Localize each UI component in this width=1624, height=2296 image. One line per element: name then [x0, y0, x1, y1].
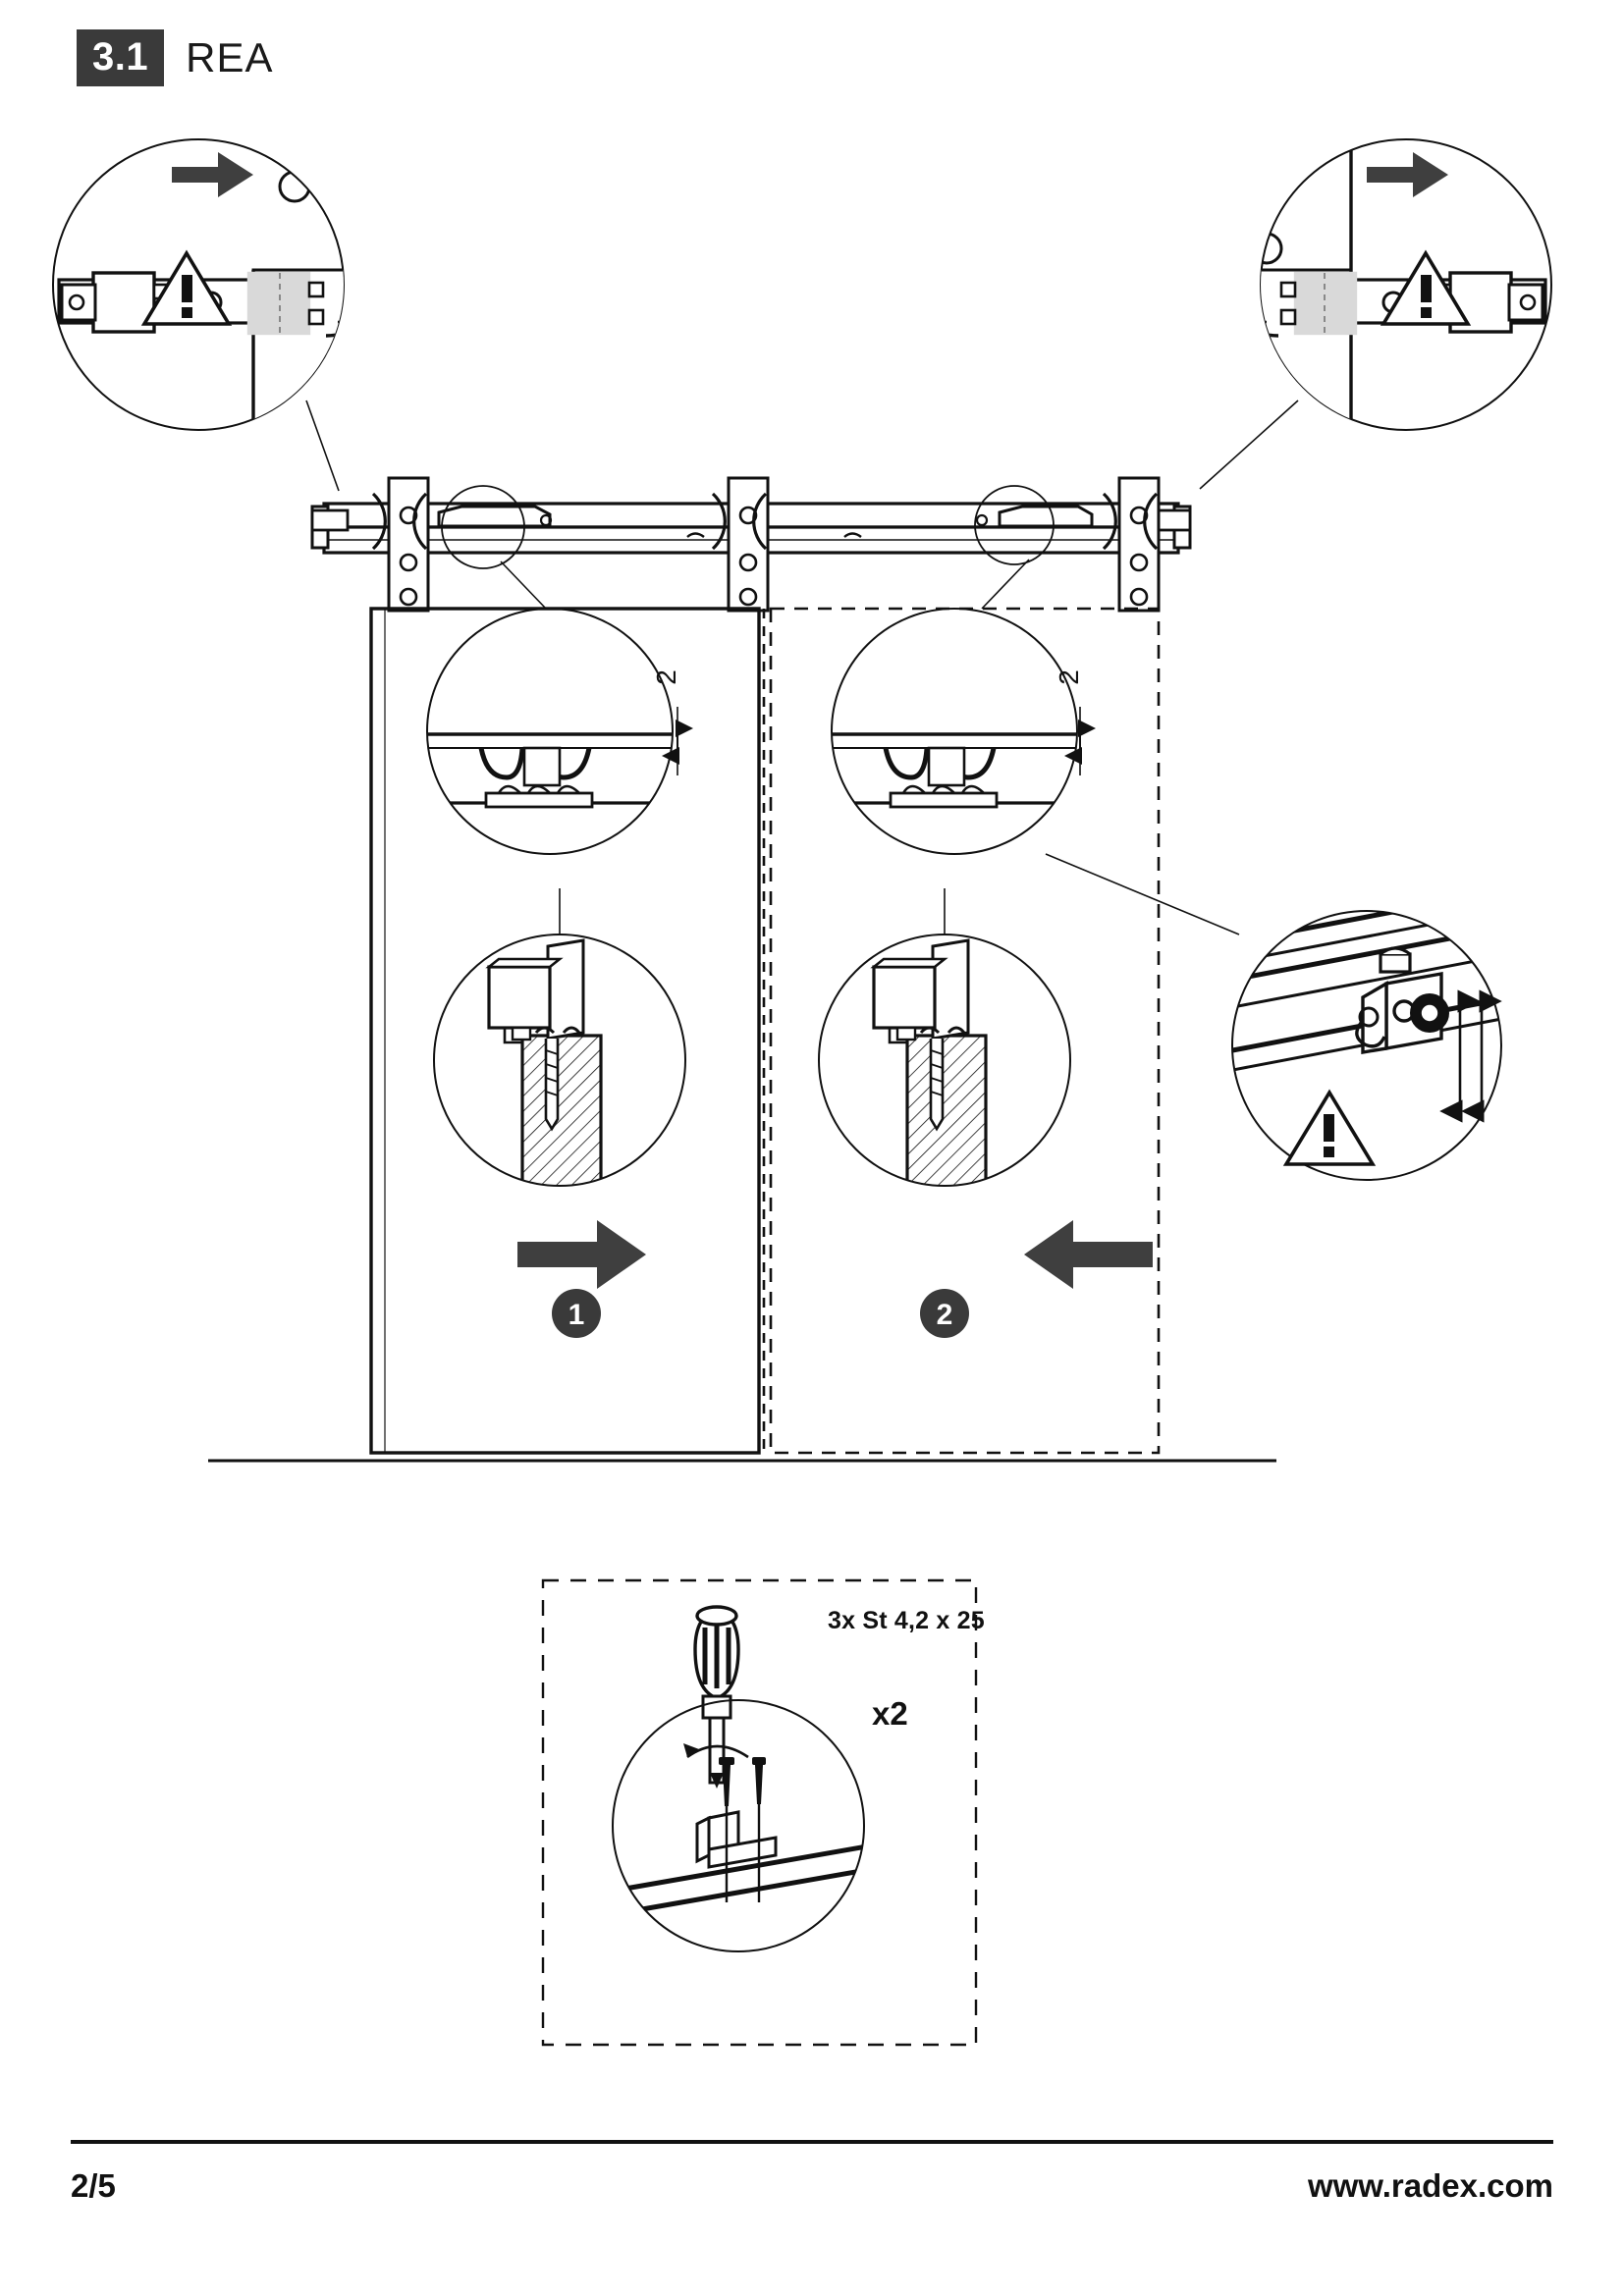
rail-screw-mount-detail [612, 1699, 865, 1952]
step-marker-2 [920, 1289, 969, 1338]
rail-mount-bracket [371, 476, 430, 613]
page-title: REA [186, 34, 274, 80]
door-direction-markers: 1 2 [517, 1220, 1153, 1338]
step-marker-1 [552, 1289, 601, 1338]
quantity-label: x2 [872, 1695, 908, 1732]
dimension-label-right: 2 [1054, 669, 1084, 685]
left-door-bracket-detail [433, 888, 686, 1187]
page-header: 3.1 REA [77, 29, 273, 86]
footer-divider [71, 2140, 1553, 2144]
rail-mount-bracket [1102, 476, 1161, 613]
svg-text:1: 1 [568, 1299, 585, 1331]
step-number-badge: 3.1 [77, 29, 165, 86]
dimension-label-left: 2 [651, 669, 681, 685]
page-number: 2/5 [71, 2167, 116, 2204]
arrow-right-icon [1024, 1220, 1153, 1289]
arrow-left-icon [517, 1220, 646, 1289]
vertical-adjust-arrows [1439, 989, 1502, 1123]
right-door-bracket-detail [818, 888, 1071, 1187]
left-end-stop-detail [52, 138, 345, 492]
clearance-dimension: 2 [651, 669, 693, 775]
right-guide-clearance-detail: 2 [831, 608, 1096, 855]
arrow-right-icon [1367, 152, 1448, 197]
clearance-dimension: 2 [1054, 669, 1096, 775]
roller-height-adjust-detail [1045, 853, 1502, 1181]
door-panels [208, 607, 1276, 1463]
svg-text:2: 2 [937, 1299, 953, 1331]
screwdriver-icon [693, 1605, 740, 1789]
warning-triangle-icon [1380, 249, 1472, 326]
screw-spec-label: 3x St 4,2 x 25 [828, 1607, 985, 1634]
warning-triangle-icon [1282, 1089, 1377, 1166]
page-footer: 2/5 www.radex.com [71, 2167, 1553, 2205]
right-end-stop-detail [1199, 138, 1552, 490]
website-url: www.radex.com [1307, 2167, 1553, 2204]
rail-mount-bracket [711, 476, 770, 613]
left-guide-clearance-detail: 2 [426, 608, 693, 855]
warning-triangle-icon [140, 249, 233, 326]
track-rail-assembly [310, 476, 1192, 613]
arrow-left-icon [172, 152, 253, 197]
parts-box [541, 1578, 978, 2047]
